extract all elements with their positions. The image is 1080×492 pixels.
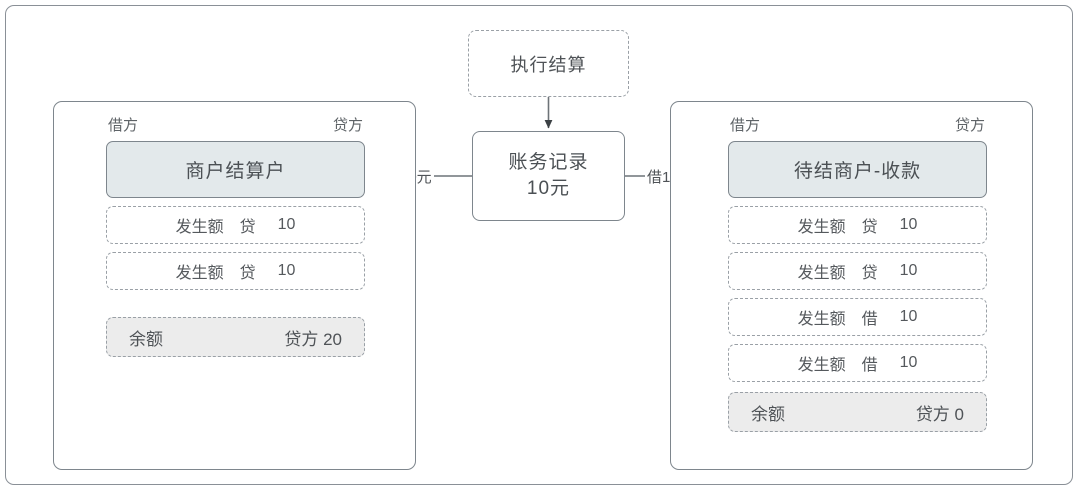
balance-row: 余额 贷方 20 xyxy=(106,317,365,357)
amount-row-side: 贷 xyxy=(861,265,878,282)
balance-value: 贷方 20 xyxy=(284,329,342,349)
accounting-record-amount: 10元 xyxy=(526,178,571,199)
balance-label: 余额 xyxy=(129,329,163,349)
amount-row-value: 10 xyxy=(899,262,918,279)
amount-row-label: 发生额 xyxy=(797,265,846,282)
account-title-box: 待结商户-收款 xyxy=(728,141,987,198)
amount-row-side: 贷 xyxy=(239,265,256,282)
amount-row: 发生额 借 10 xyxy=(728,298,987,336)
amount-row-label: 发生额 xyxy=(175,265,224,282)
account-panel-inner: 借方 贷方 商户结算户 发生额 贷 10 发生额 贷 10 余额 贷方 20 xyxy=(106,116,365,357)
amount-row-side: 贷 xyxy=(239,219,256,236)
accounting-record-title: 账务记录 xyxy=(508,152,589,173)
amount-row: 发生额 贷 10 xyxy=(728,206,987,244)
amount-row-label: 发生额 xyxy=(797,311,846,328)
amount-row: 发生额 贷 10 xyxy=(106,252,365,290)
debit-header-label: 借方 xyxy=(730,117,761,134)
amount-row-value: 10 xyxy=(277,216,296,233)
account-title-box: 商户结算户 xyxy=(106,141,365,198)
amount-row-value: 10 xyxy=(899,354,918,371)
balance-value: 贷方 0 xyxy=(915,404,964,424)
amount-row-value: 10 xyxy=(277,262,296,279)
amount-row-label: 发生额 xyxy=(797,219,846,236)
credit-header-label: 贷方 xyxy=(332,117,363,134)
debit-credit-header: 借方 贷方 xyxy=(106,116,365,141)
exec-settlement-label: 执行结算 xyxy=(510,54,587,75)
debit-header-label: 借方 xyxy=(108,117,139,134)
account-panel-inner: 借方 贷方 待结商户-收款 发生额 贷 10 发生额 贷 10 发生额 借 10 xyxy=(728,116,987,432)
debit-credit-header: 借方 贷方 xyxy=(728,116,987,141)
amount-row-side: 借 xyxy=(861,357,878,374)
amount-row: 发生额 借 10 xyxy=(728,344,987,382)
account-panel-pending-merchant-receipt: 借方 贷方 待结商户-收款 发生额 贷 10 发生额 贷 10 发生额 借 10 xyxy=(670,101,1033,470)
credit-header-label: 贷方 xyxy=(954,117,985,134)
amount-row: 发生额 贷 10 xyxy=(106,206,365,244)
account-panel-merchant-settlement: 借方 贷方 商户结算户 发生额 贷 10 发生额 贷 10 余额 贷方 20 xyxy=(53,101,416,470)
amount-row-label: 发生额 xyxy=(175,219,224,236)
amount-row: 发生额 贷 10 xyxy=(728,252,987,290)
balance-row: 余额 贷方 0 xyxy=(728,392,987,432)
balance-label: 余额 xyxy=(751,404,785,424)
account-title-label: 待结商户-收款 xyxy=(793,161,922,182)
account-title-label: 商户结算户 xyxy=(185,161,286,182)
amount-row-side: 贷 xyxy=(861,219,878,236)
exec-settlement-node: 执行结算 xyxy=(468,30,629,97)
amount-row-label: 发生额 xyxy=(797,357,846,374)
amount-row-value: 10 xyxy=(899,216,918,233)
amount-row-side: 借 xyxy=(861,311,878,328)
accounting-record-node: 账务记录 10元 xyxy=(472,131,625,221)
amount-row-value: 10 xyxy=(899,308,918,325)
